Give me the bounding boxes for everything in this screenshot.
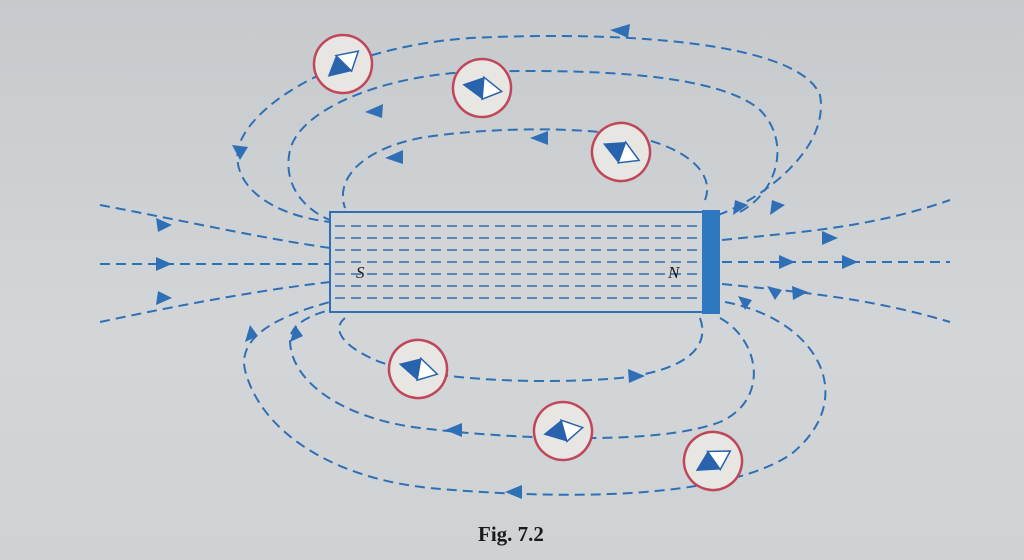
arrow-right-upper-a xyxy=(733,200,748,215)
field-line-right-bottom xyxy=(721,283,951,323)
arrow-left-mid xyxy=(156,257,172,271)
arrow-right-mid-2 xyxy=(842,255,858,269)
compass-icon xyxy=(387,338,449,400)
field-line-top-middle xyxy=(287,69,779,221)
arrow-top-inner xyxy=(385,150,403,164)
arrow-right-top xyxy=(822,231,838,245)
magnet-internal-lines xyxy=(335,225,700,299)
arrow-top-outer xyxy=(610,24,630,38)
compass-icon xyxy=(682,430,744,492)
field-line-bottom-middle xyxy=(288,309,755,440)
compass-icon xyxy=(590,121,652,183)
south-pole-label: S xyxy=(356,263,365,282)
field-line-bottom-inner xyxy=(338,317,704,383)
compasses xyxy=(312,33,744,492)
arrow-right-lower-a xyxy=(738,296,752,310)
arrow-bottom-left-a xyxy=(245,325,258,342)
arrow-top-outer-left xyxy=(232,145,248,160)
north-pole-label: N xyxy=(667,263,681,282)
bar-magnet: S N xyxy=(329,210,720,314)
arrow-left-bottom xyxy=(156,291,172,305)
field-line-left-top xyxy=(99,204,331,249)
arrow-right-lower-b xyxy=(767,286,782,300)
arrow-right-mid xyxy=(779,255,795,269)
arrow-right-bottom xyxy=(792,286,808,300)
arrow-top-middle xyxy=(365,104,383,118)
arrow-right-upper-b xyxy=(770,200,785,215)
arrow-top-inner-2 xyxy=(530,131,548,145)
arrow-left-top xyxy=(156,218,172,232)
north-pole-end xyxy=(702,210,720,314)
compass-icon xyxy=(532,400,594,462)
figure-caption: Fig. 7.2 xyxy=(478,522,544,546)
compass-icon xyxy=(312,33,374,95)
field-line-bottom-outer xyxy=(243,301,827,496)
arrow-bottom-inner xyxy=(628,369,645,383)
field-line-left-bottom xyxy=(99,281,331,323)
field-line-top-inner xyxy=(341,128,709,209)
field-line-right-top xyxy=(721,199,951,241)
field-line-top-outer xyxy=(236,34,822,223)
arrow-bottom-left-b xyxy=(290,325,303,342)
arrow-bottom-outer xyxy=(505,485,522,499)
compass-icon xyxy=(451,57,513,119)
field-arrows xyxy=(156,24,858,499)
arrow-bottom-middle xyxy=(445,423,462,437)
